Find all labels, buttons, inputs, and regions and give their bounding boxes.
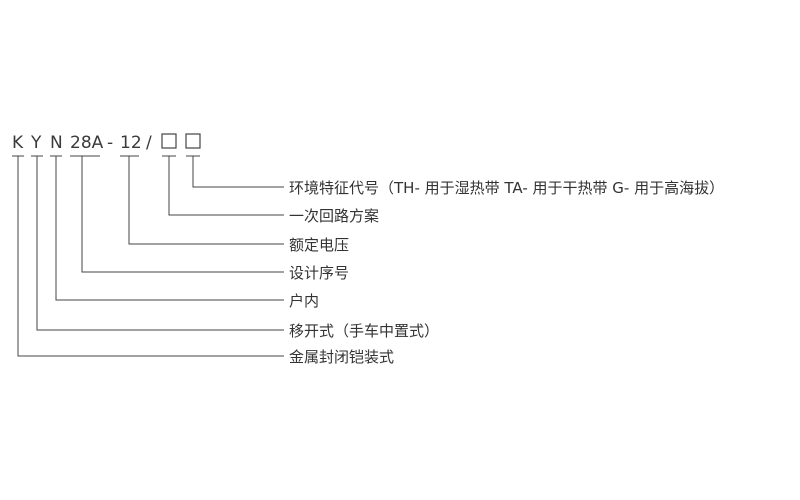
leader-withdrawable xyxy=(31,155,284,331)
code-part-slash: / xyxy=(146,133,152,153)
legend-circuit-scheme: 一次回路方案 xyxy=(289,207,379,225)
model-code: K Y N 28A - 12 / xyxy=(12,133,201,153)
placeholder-box-environment xyxy=(185,133,201,149)
code-part-dash: - xyxy=(107,133,113,153)
code-part-design-number: 28A xyxy=(70,133,104,153)
leader-circuit-scheme xyxy=(162,155,284,216)
legend-design-number: 设计序号 xyxy=(289,264,349,282)
code-part-n: N xyxy=(50,133,63,153)
legend-indoor: 户内 xyxy=(289,292,319,310)
leader-rated-voltage xyxy=(120,155,284,245)
leader-indoor xyxy=(50,155,284,301)
legend-environment-code: 环境特征代号（TH- 用于湿热带 TA- 用于干热带 G- 用于高海拔） xyxy=(289,179,724,197)
leader-metal-enclosed xyxy=(12,155,284,357)
placeholder-box-circuit xyxy=(161,133,177,149)
leader-design-number xyxy=(70,155,284,273)
leader-lines xyxy=(12,155,284,357)
code-part-k: K xyxy=(12,133,24,153)
legend-withdrawable: 移开式（手车中置式） xyxy=(289,322,439,340)
leader-environment xyxy=(186,155,284,188)
code-part-voltage: 12 xyxy=(120,133,142,153)
legend-rated-voltage: 额定电压 xyxy=(289,236,349,254)
legend-metal-enclosed: 金属封闭铠装式 xyxy=(289,348,394,366)
code-part-y: Y xyxy=(30,133,42,153)
legend: 环境特征代号（TH- 用于湿热带 TA- 用于干热带 G- 用于高海拔） 一次回… xyxy=(289,179,724,366)
